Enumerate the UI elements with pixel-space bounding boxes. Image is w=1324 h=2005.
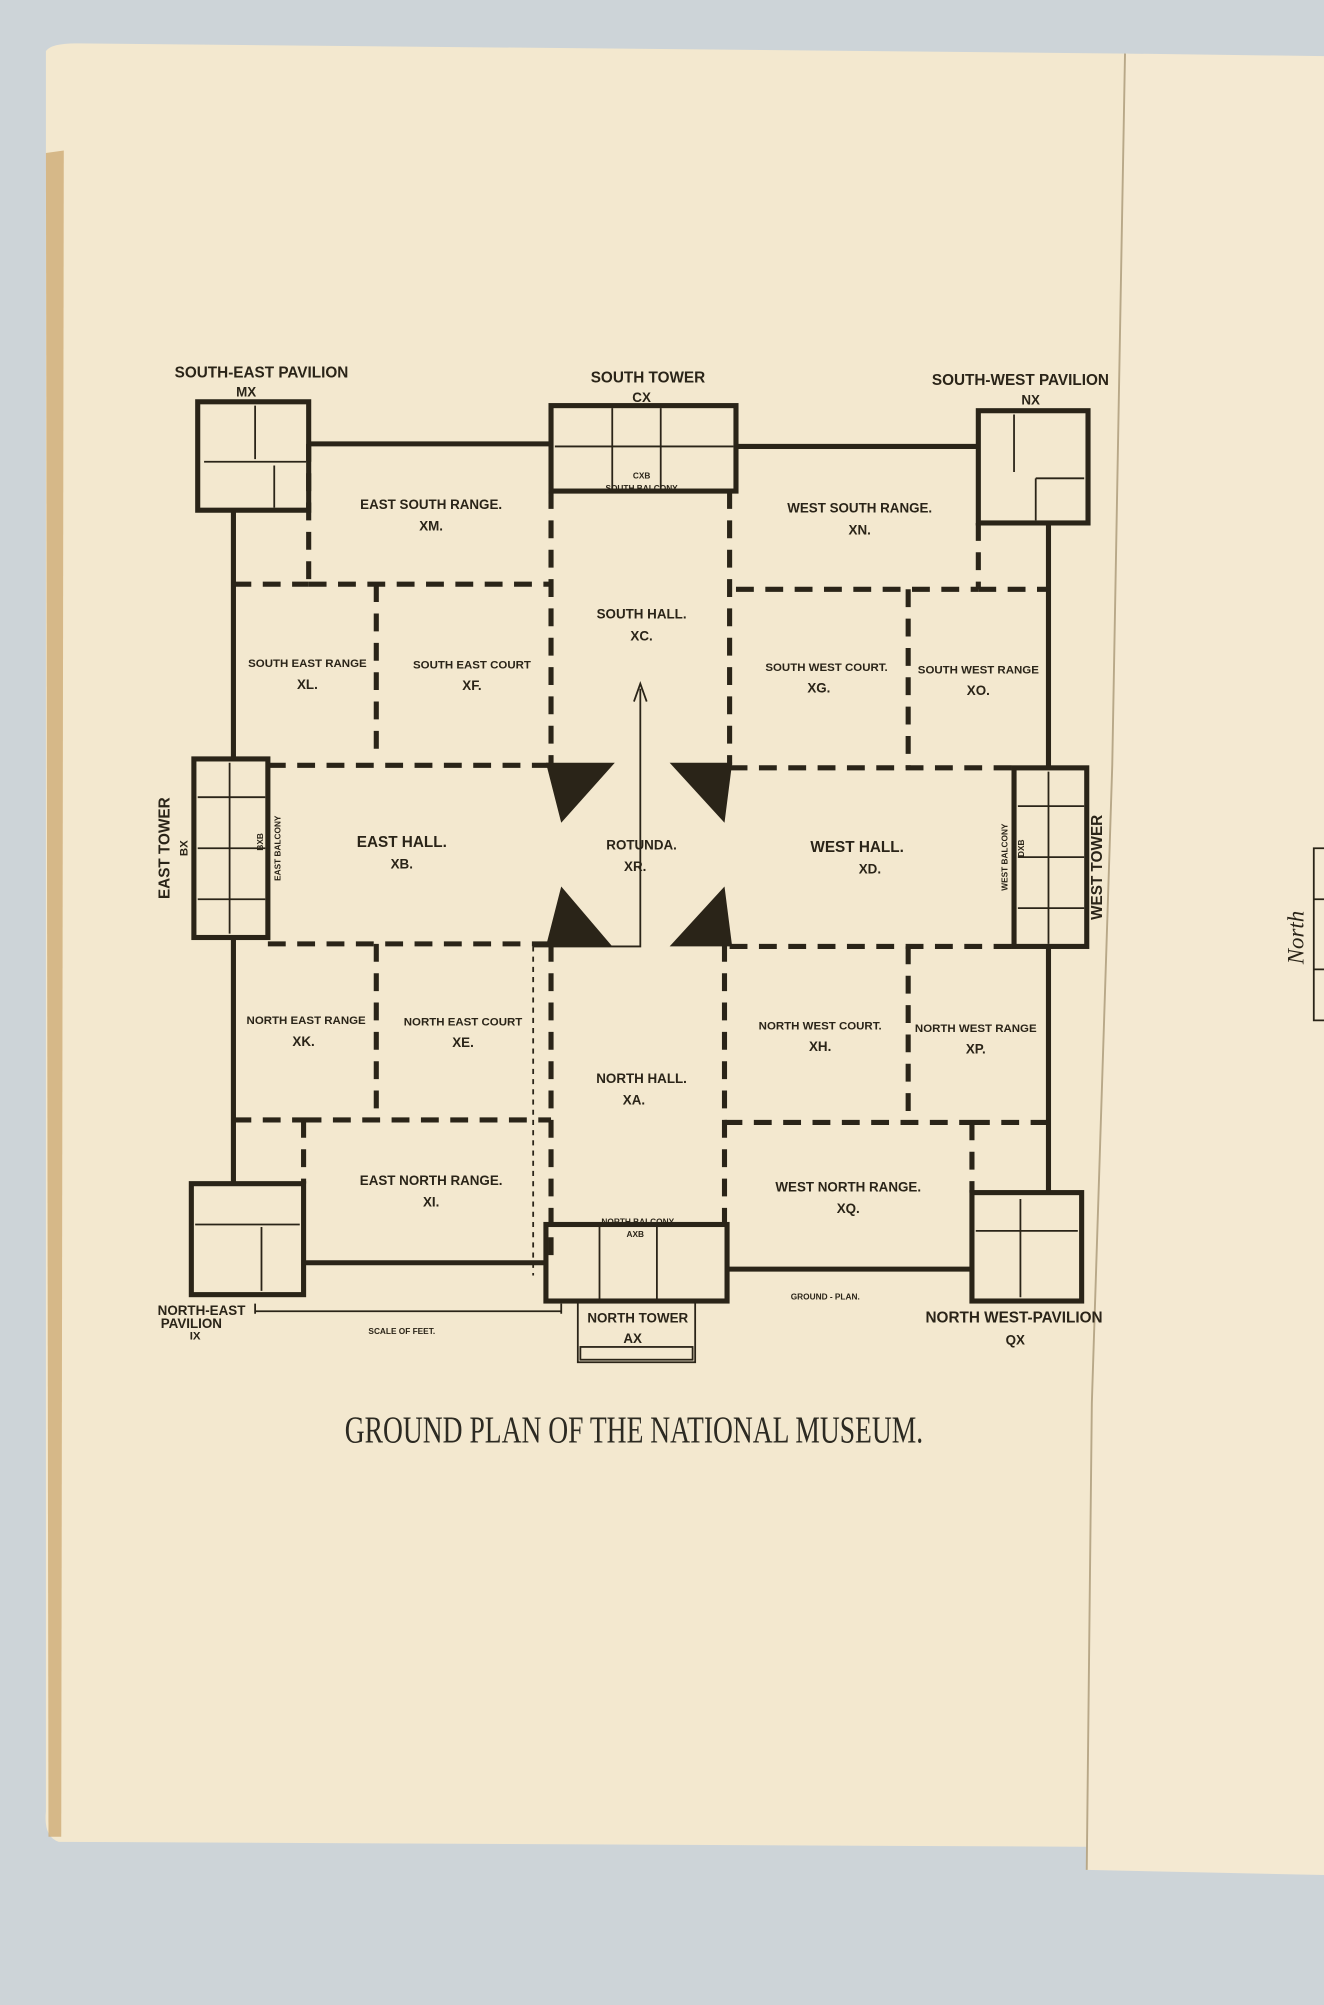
- svg-text:XK.: XK.: [292, 1034, 314, 1049]
- label-north-balcony: NORTH BALCONY: [601, 1216, 674, 1226]
- svg-text:NORTH WEST RANGE: NORTH WEST RANGE: [915, 1023, 1037, 1035]
- room-south-west-court: SOUTH WEST COURT. XG.: [765, 662, 887, 696]
- label-east-tower: EAST TOWER: [157, 797, 174, 899]
- code-west-balcony: DXB: [1016, 839, 1026, 857]
- svg-text:WEST NORTH RANGE.: WEST NORTH RANGE.: [775, 1179, 921, 1194]
- room-west-north-range: WEST NORTH RANGE. XQ.: [775, 1179, 921, 1216]
- code-south-tower: CX: [632, 390, 651, 405]
- label-south-west-pavilion: SOUTH-WEST PAVILION: [932, 372, 1109, 389]
- svg-text:SOUTH HALL.: SOUTH HALL.: [597, 607, 687, 622]
- svg-text:NORTH EAST COURT: NORTH EAST COURT: [404, 1017, 523, 1029]
- svg-text:WEST SOUTH RANGE.: WEST SOUTH RANGE.: [787, 501, 932, 516]
- svg-text:XH.: XH.: [809, 1039, 831, 1054]
- scale-bar: [254, 1303, 563, 1314]
- svg-text:SOUTH WEST RANGE: SOUTH WEST RANGE: [918, 664, 1039, 676]
- room-north-west-range: NORTH WEST RANGE XP.: [915, 1023, 1037, 1057]
- scale-of-feet-label: SCALE OF FEET.: [368, 1326, 435, 1336]
- book-spine: [1085, 53, 1126, 1870]
- svg-text:XO.: XO.: [967, 683, 990, 698]
- room-west-south-range: WEST SOUTH RANGE. XN.: [787, 501, 932, 538]
- room-south-east-court: SOUTH EAST COURT XF.: [413, 659, 531, 693]
- svg-text:XP.: XP.: [966, 1042, 986, 1057]
- code-north-east-pavilion: IX: [190, 1330, 201, 1342]
- right-page: [1086, 53, 1324, 1876]
- svg-text:EAST HALL.: EAST HALL.: [357, 834, 447, 851]
- svg-text:XF.: XF.: [462, 678, 481, 693]
- label-north-east-pavilion-1: NORTH-EAST: [158, 1303, 247, 1318]
- svg-text:XL.: XL.: [297, 677, 318, 692]
- svg-text:SOUTH WEST COURT.: SOUTH WEST COURT.: [765, 662, 887, 674]
- svg-text:XQ.: XQ.: [837, 1201, 860, 1216]
- right-page-compass: North: [1284, 847, 1324, 1022]
- svg-text:XD.: XD.: [859, 862, 881, 877]
- svg-text:SOUTH EAST COURT: SOUTH EAST COURT: [413, 659, 531, 671]
- room-west-hall: WEST HALL. XD.: [810, 839, 903, 877]
- label-west-tower: WEST TOWER: [1089, 815, 1106, 920]
- room-south-hall: SOUTH HALL. XC.: [597, 607, 687, 644]
- label-south-tower: SOUTH TOWER: [591, 370, 705, 387]
- label-south-east-pavilion: SOUTH-EAST PAVILION: [175, 365, 349, 382]
- svg-text:ROTUNDA.: ROTUNDA.: [606, 837, 677, 852]
- room-north-east-court: NORTH EAST COURT XE.: [404, 1017, 523, 1051]
- room-north-west-court: NORTH WEST COURT. XH.: [759, 1020, 882, 1054]
- svg-text:SOUTH EAST RANGE: SOUTH EAST RANGE: [248, 658, 367, 670]
- svg-text:XE.: XE.: [452, 1035, 474, 1050]
- svg-text:XB.: XB.: [391, 857, 413, 872]
- svg-text:XI.: XI.: [423, 1195, 439, 1210]
- room-east-north-range: EAST NORTH RANGE. XI.: [360, 1173, 503, 1210]
- room-east-hall: EAST HALL. XB.: [357, 834, 447, 872]
- label-north-west-pavilion: NORTH WEST-PAVILION: [926, 1310, 1103, 1327]
- ground-plan-label: GROUND - PLAN.: [791, 1292, 860, 1302]
- code-north-balcony: AXB: [626, 1229, 644, 1239]
- code-south-balcony: CXB: [633, 470, 651, 480]
- plan-walls: [188, 399, 1091, 1364]
- label-east-balcony: EAST BALCONY: [273, 815, 283, 881]
- svg-text:NORTH HALL.: NORTH HALL.: [596, 1071, 687, 1086]
- svg-text:XM.: XM.: [419, 519, 443, 534]
- svg-text:XG.: XG.: [807, 681, 830, 696]
- north-label: North: [1284, 911, 1309, 966]
- svg-text:XC.: XC.: [630, 628, 652, 643]
- code-north-tower: AX: [623, 1331, 642, 1346]
- svg-text:EAST NORTH RANGE.: EAST NORTH RANGE.: [360, 1173, 503, 1188]
- code-east-tower: BX: [179, 840, 191, 856]
- code-east-balcony: BXB: [255, 833, 265, 851]
- room-north-hall: NORTH HALL. XA.: [596, 1071, 687, 1108]
- svg-text:NORTH EAST RANGE: NORTH EAST RANGE: [247, 1015, 367, 1027]
- svg-text:EAST SOUTH RANGE.: EAST SOUTH RANGE.: [360, 497, 502, 512]
- room-south-east-range: SOUTH EAST RANGE XL.: [248, 658, 367, 692]
- svg-text:NORTH WEST COURT.: NORTH WEST COURT.: [759, 1020, 882, 1032]
- code-south-west-pavilion: NX: [1021, 392, 1040, 407]
- svg-text:WEST HALL.: WEST HALL.: [810, 839, 903, 856]
- svg-text:XN.: XN.: [849, 522, 871, 537]
- code-north-west-pavilion: QX: [1006, 1332, 1025, 1347]
- room-east-south-range: EAST SOUTH RANGE. XM.: [360, 497, 502, 534]
- label-west-balcony: WEST BALCONY: [1000, 823, 1010, 891]
- svg-text:XR.: XR.: [624, 859, 646, 874]
- room-south-west-range: SOUTH WEST RANGE XO.: [918, 664, 1039, 698]
- label-south-balcony: SOUTH BALCONY: [605, 483, 678, 493]
- code-south-east-pavilion: MX: [236, 385, 256, 400]
- page-edge-shadow: [45, 150, 64, 1837]
- label-north-tower: NORTH TOWER: [587, 1311, 688, 1326]
- label-north-east-pavilion-2: PAVILION: [161, 1316, 222, 1331]
- svg-text:XA.: XA.: [623, 1093, 645, 1108]
- room-north-east-range: NORTH EAST RANGE XK.: [247, 1015, 367, 1049]
- page-title: GROUND PLAN OF THE NATIONAL MUSEUM.: [345, 1409, 923, 1451]
- room-rotunda: ROTUNDA. XR.: [606, 837, 677, 874]
